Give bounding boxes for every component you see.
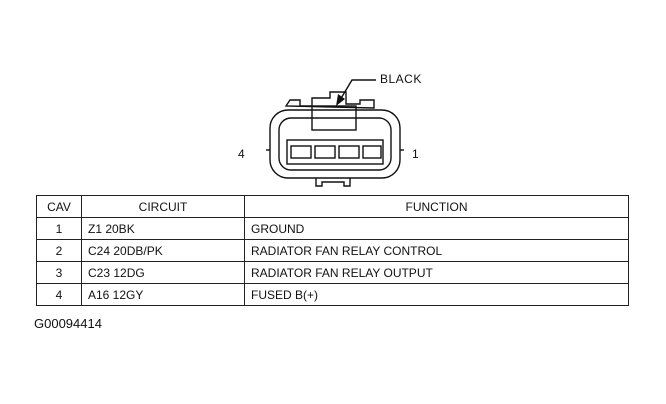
connector-diagram xyxy=(266,79,404,187)
cavity-4 xyxy=(290,145,312,159)
pin-number-left: 4 xyxy=(238,147,245,161)
table-row: 4 A16 12GY FUSED B(+) xyxy=(36,283,629,306)
cavity-3 xyxy=(314,145,336,159)
pin-number-right: 1 xyxy=(412,147,419,161)
table-row: 2 C24 20DB/PK RADIATOR FAN RELAY CONTROL xyxy=(36,239,629,262)
cell-circuit: C24 20DB/PK xyxy=(81,239,245,262)
table-header-row: CAV CIRCUIT FUNCTION xyxy=(36,195,629,218)
bottom-latch xyxy=(315,178,351,187)
cell-cav: 3 xyxy=(36,261,82,284)
cell-function: GROUND xyxy=(244,217,629,240)
cavity-housing xyxy=(286,139,384,165)
table-row: 1 Z1 20BK GROUND xyxy=(36,217,629,240)
cell-function: FUSED B(+) xyxy=(244,283,629,306)
cell-circuit: A16 12GY xyxy=(81,283,245,306)
callout-leader-line xyxy=(339,79,376,101)
connector-body-outer xyxy=(269,109,401,179)
header-function: FUNCTION xyxy=(244,195,629,218)
color-callout-label: BLACK xyxy=(380,72,422,86)
connector-top-housing xyxy=(284,91,375,109)
header-cav: CAV xyxy=(36,195,82,218)
cell-circuit: C23 12DG xyxy=(81,261,245,284)
pinout-table: CAV CIRCUIT FUNCTION 1 Z1 20BK GROUND 2 … xyxy=(36,195,629,306)
cell-cav: 1 xyxy=(36,217,82,240)
header-circuit: CIRCUIT xyxy=(81,195,245,218)
callout-arrowhead xyxy=(336,94,345,106)
cell-circuit: Z1 20BK xyxy=(81,217,245,240)
connector-body-inner xyxy=(278,117,392,171)
cell-cav: 4 xyxy=(36,283,82,306)
cavity-2 xyxy=(338,145,360,159)
table-row: 3 C23 12DG RADIATOR FAN RELAY OUTPUT xyxy=(36,261,629,284)
cavity-1 xyxy=(362,145,382,159)
cell-function: RADIATOR FAN RELAY CONTROL xyxy=(244,239,629,262)
cell-cav: 2 xyxy=(36,239,82,262)
cell-function: RADIATOR FAN RELAY OUTPUT xyxy=(244,261,629,284)
figure-id: G00094414 xyxy=(34,316,102,331)
